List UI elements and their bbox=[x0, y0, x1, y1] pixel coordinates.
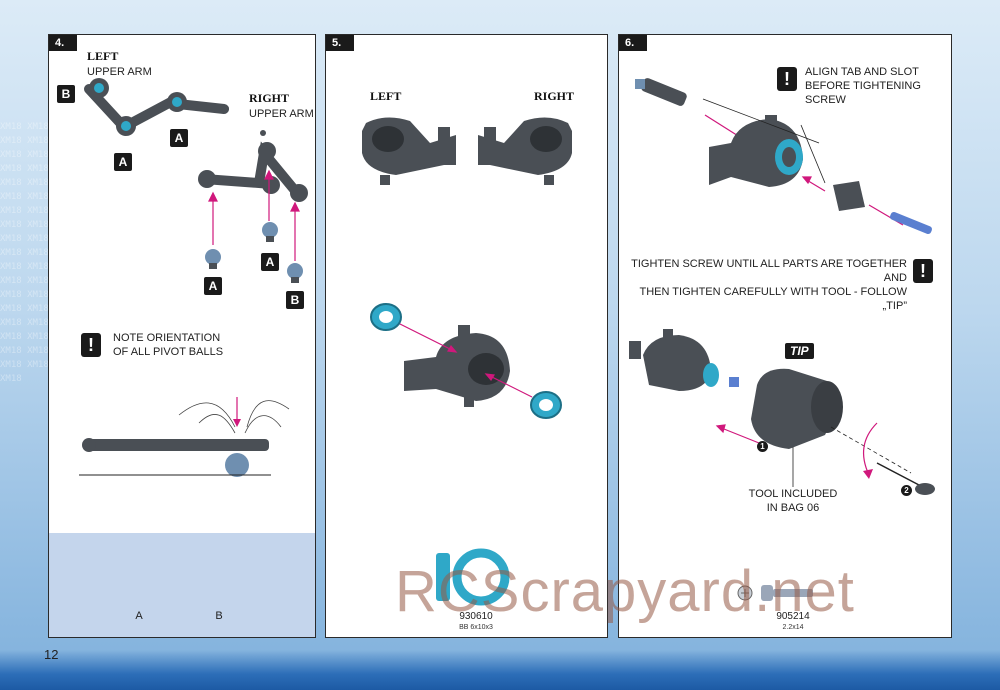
right-title: RIGHT bbox=[249, 91, 290, 105]
step-5-panel: 5. LEFT RIGHT 930610 BB 6x10x3 bbox=[325, 34, 608, 638]
align-note: ALIGN TAB AND SLOT BEFORE TIGHTENING SCR… bbox=[805, 66, 921, 106]
tool-note: TOOL INCLUDED IN BAG 06 bbox=[748, 488, 838, 514]
footer-bar bbox=[0, 650, 1000, 690]
step-number: 5. bbox=[326, 35, 354, 51]
badge-a: A bbox=[204, 277, 222, 295]
right-subtitle: UPPER ARM bbox=[249, 108, 314, 120]
tighten-note: TIGHTEN SCREW UNTIL ALL PARTS ARE TOGETH… bbox=[631, 258, 907, 312]
step-4-panel: 4. LEFT UPPER ARM RIGHT UPPER ARM bbox=[48, 34, 316, 638]
left-title: LEFT bbox=[87, 49, 119, 63]
badge-b: B bbox=[57, 85, 75, 103]
left-title: LEFT bbox=[370, 89, 402, 103]
badge-a: A bbox=[261, 253, 279, 271]
step-6-panel: 6. bbox=[618, 34, 952, 638]
warning-icon: ! bbox=[777, 67, 797, 91]
right-title: RIGHT bbox=[534, 89, 575, 103]
warning-icon: ! bbox=[913, 259, 933, 283]
part-size: 2.2x14 bbox=[782, 624, 804, 631]
part-number: 930610 bbox=[459, 611, 493, 622]
part-label-b: B bbox=[215, 610, 223, 622]
watermark: RCScrapyard.net bbox=[395, 559, 855, 624]
badge-a: A bbox=[170, 129, 188, 147]
page-number: 12 bbox=[44, 647, 59, 662]
warning-icon: ! bbox=[81, 333, 101, 357]
step-number: 4. bbox=[49, 35, 77, 51]
badge-a: A bbox=[114, 153, 132, 171]
hub-assembly-illustration bbox=[629, 78, 935, 601]
tip-badge: TIP bbox=[785, 343, 814, 359]
orientation-note: NOTE ORIENTATION OF ALL PIVOT BALLS bbox=[113, 332, 224, 358]
steering-knuckle-illustration bbox=[362, 117, 572, 606]
part-label-a: A bbox=[135, 610, 143, 622]
background-texture: XM18 XM18 XM18 XM18 XM18 XM18 XM18 XM18 … bbox=[0, 122, 49, 384]
step-mark-2: 2 bbox=[901, 485, 912, 496]
part-size: BB 6x10x3 bbox=[459, 624, 493, 631]
part-number: 905214 bbox=[776, 611, 810, 622]
left-subtitle: UPPER ARM bbox=[87, 66, 152, 78]
badge-b: B bbox=[286, 291, 304, 309]
step-mark-1: 1 bbox=[757, 441, 768, 452]
step-number: 6. bbox=[619, 35, 647, 51]
parts-strip bbox=[49, 533, 315, 637]
